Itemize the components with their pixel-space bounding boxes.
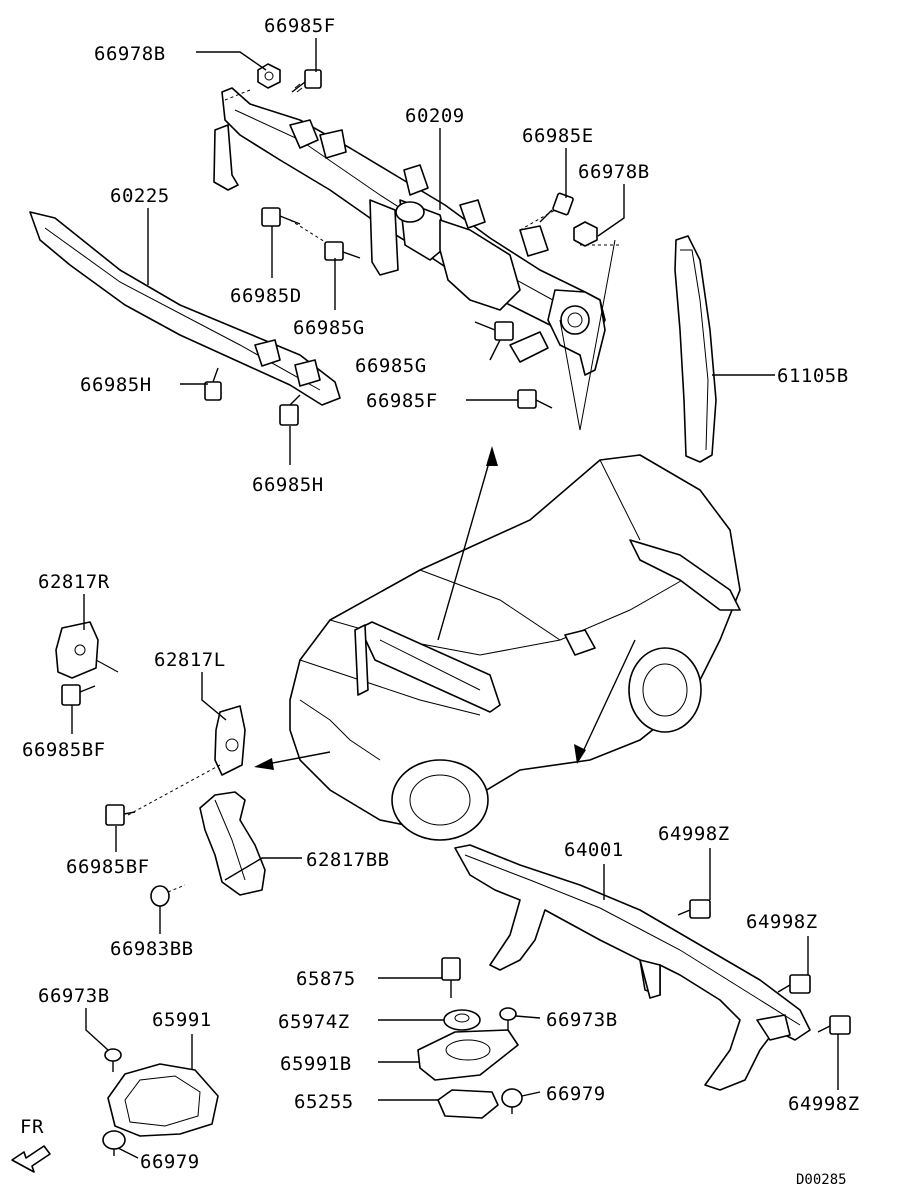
front-direction-arrow-icon [11, 1145, 51, 1173]
label-64998Z-c: 64998Z [788, 1093, 860, 1115]
label-66983BB: 66983BB [110, 938, 194, 960]
leader-lines [71, 38, 839, 1159]
bolt-66985BF-b [105, 804, 136, 826]
bolt-66985BF-a [61, 684, 96, 706]
direction-label: FR [20, 1116, 44, 1138]
label-66985G-b: 66985G [355, 355, 427, 377]
label-66985D: 66985D [230, 285, 302, 307]
indicator-arrows [254, 446, 636, 770]
label-64001: 64001 [564, 839, 624, 861]
label-62817R: 62817R [38, 571, 110, 593]
label-66973B-right: 66973B [546, 1009, 618, 1031]
label-65255: 65255 [294, 1091, 354, 1113]
diagram-code: D00285 [796, 1172, 847, 1187]
label-60225: 60225 [110, 185, 170, 207]
label-66973B-left: 66973B [38, 985, 110, 1007]
bracket-62817BB [199, 791, 266, 896]
label-65974Z: 65974Z [278, 1011, 350, 1033]
label-66985H-b: 66985H [252, 474, 324, 496]
label-66979-left: 66979 [140, 1151, 200, 1173]
label-66985E: 66985E [522, 125, 594, 147]
bolt-64998Z-a [677, 899, 711, 919]
nut-66978B-right [573, 221, 598, 247]
label-64998Z-b: 64998Z [746, 911, 818, 933]
label-60209: 60209 [405, 105, 465, 127]
label-62817L: 62817L [154, 649, 226, 671]
bolt-66985H-a [204, 367, 222, 401]
bolt-65875 [441, 957, 461, 998]
bolt-64998Z-b [777, 974, 811, 994]
bolt-66985E [539, 192, 574, 223]
clip-66979-right [501, 1088, 523, 1114]
screw-66973B-left [104, 1048, 122, 1072]
bolt-66985F-top [291, 69, 322, 93]
label-66985BF-a: 66985BF [22, 739, 106, 761]
bracket-62817L [214, 705, 246, 776]
vehicle-body [289, 454, 741, 841]
label-66985F-mid: 66985F [366, 390, 438, 412]
label-62817BB: 62817BB [306, 849, 390, 871]
clip-66979-left [102, 1130, 126, 1156]
label-61105B: 61105B [777, 365, 849, 387]
cover-65991B [417, 1029, 519, 1081]
crossmember-64001 [454, 844, 811, 1091]
grommet-65974Z [443, 1009, 481, 1031]
label-66978B-right: 66978B [578, 161, 650, 183]
bolt-64998Z-c [817, 1015, 851, 1035]
bolt-66985F-mid [517, 389, 553, 409]
pad-65255 [437, 1089, 499, 1119]
label-65991: 65991 [152, 1009, 212, 1031]
bracket-62817R [55, 621, 119, 679]
trim-strip-61105B [674, 235, 717, 463]
steering-support-member [213, 87, 606, 376]
label-66978B-top: 66978B [94, 43, 166, 65]
label-66985BF-b: 66985BF [66, 856, 150, 878]
label-65991B: 65991B [280, 1053, 352, 1075]
label-66985G-a: 66985G [293, 317, 365, 339]
bolt-66985H-b [279, 394, 301, 426]
bolt-66985G-b [474, 321, 514, 341]
nut-66978B-top [257, 63, 281, 89]
nut-66983BB [150, 884, 186, 907]
screw-66973B-right [499, 1007, 517, 1030]
label-66985H-a: 66985H [80, 374, 152, 396]
cover-65991 [107, 1063, 219, 1137]
label-65875: 65875 [296, 968, 356, 990]
label-64998Z-a: 64998Z [658, 823, 730, 845]
label-66985F-top: 66985F [264, 15, 336, 37]
bolt-66985G-a [324, 241, 361, 261]
instrument-panel-brace [29, 211, 341, 406]
label-66979-right: 66979 [546, 1083, 606, 1105]
bolt-66985D [261, 207, 301, 227]
